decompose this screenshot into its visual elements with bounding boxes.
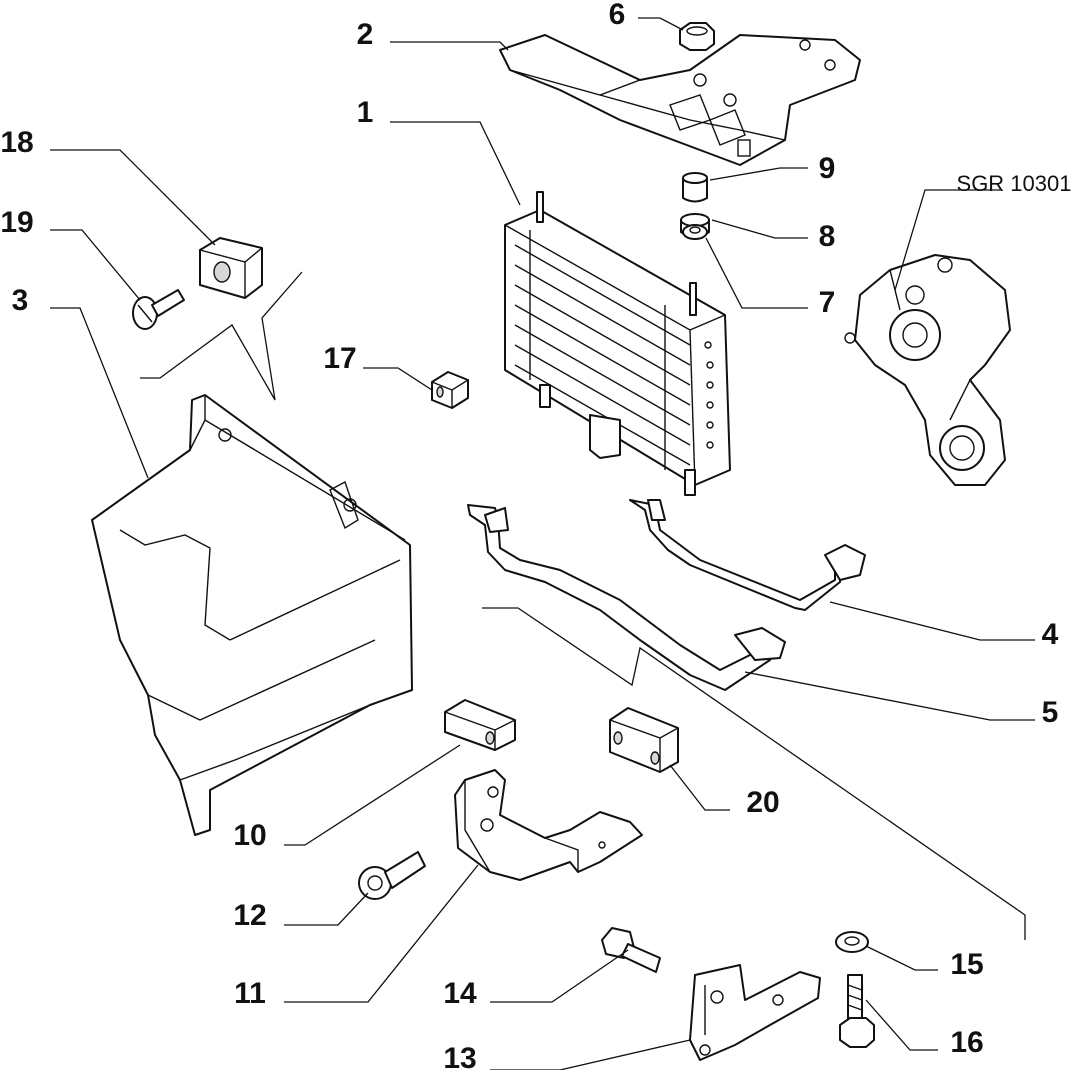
callout-label: 8 bbox=[819, 220, 836, 253]
screw-icon bbox=[132, 289, 185, 330]
rubber-block-icon bbox=[609, 707, 679, 773]
oil-pump-reference-icon bbox=[844, 254, 1011, 486]
leader-line bbox=[490, 1039, 691, 1070]
leader-line bbox=[363, 367, 433, 391]
callout-label: 15 bbox=[950, 948, 983, 981]
callout-label: 14 bbox=[443, 977, 477, 1010]
callout-label: 7 bbox=[819, 286, 836, 319]
leader-line bbox=[490, 949, 629, 1003]
rubber-pad-icon bbox=[431, 371, 469, 409]
rubber-block-icon bbox=[444, 699, 516, 751]
spacer-bush-icon bbox=[682, 172, 708, 203]
oil-hose-pipe-icon bbox=[467, 504, 786, 691]
oil-cooler-radiator-icon bbox=[504, 191, 731, 496]
callout-label: 20 bbox=[746, 786, 779, 819]
callout-label: 12 bbox=[233, 899, 266, 932]
leader-line bbox=[894, 189, 1000, 291]
hex-nut-icon bbox=[679, 22, 715, 51]
callout-label: 18 bbox=[0, 126, 33, 159]
callout-label: 2 bbox=[357, 18, 374, 51]
hex-bolt-icon bbox=[839, 974, 875, 1048]
callout-label: 3 bbox=[12, 284, 29, 317]
leader-line bbox=[284, 864, 479, 1003]
callout-label: 4 bbox=[1042, 618, 1059, 651]
washer-icon bbox=[682, 224, 708, 240]
callout-label: 5 bbox=[1042, 696, 1059, 729]
reference-code: SGR 10301 bbox=[957, 171, 1072, 196]
leader-line bbox=[482, 607, 1026, 940]
washer-icon bbox=[835, 931, 869, 953]
leader-line bbox=[50, 229, 141, 301]
leader-line bbox=[638, 17, 684, 31]
socket-head-screw-icon bbox=[358, 851, 426, 900]
air-duct-shroud-icon bbox=[91, 394, 413, 836]
leader-line bbox=[390, 121, 521, 206]
leader-line bbox=[705, 237, 808, 309]
leader-line bbox=[865, 945, 938, 971]
leader-line bbox=[140, 271, 303, 401]
leader-line bbox=[50, 307, 149, 479]
callout-label: 17 bbox=[323, 342, 356, 375]
hex-bolt-icon bbox=[601, 927, 661, 973]
leader-line bbox=[50, 149, 216, 246]
rubber-block-icon bbox=[199, 237, 263, 299]
support-bracket-icon bbox=[689, 964, 821, 1061]
support-bracket-icon bbox=[454, 769, 643, 881]
callout-label: 10 bbox=[233, 819, 266, 852]
callout-label: 19 bbox=[0, 206, 33, 239]
leader-line bbox=[865, 999, 938, 1051]
leader-line bbox=[744, 671, 1035, 721]
callout-label: 9 bbox=[819, 152, 836, 185]
leader-line bbox=[711, 219, 808, 239]
leader-line bbox=[390, 41, 509, 51]
leader-line bbox=[284, 892, 369, 926]
callout-label: 16 bbox=[950, 1026, 983, 1059]
oil-hose-pipe-icon bbox=[629, 499, 866, 611]
callout-label: 6 bbox=[609, 0, 626, 31]
callout-label: 11 bbox=[234, 977, 266, 1010]
leader-line bbox=[829, 601, 1035, 641]
leader-line bbox=[669, 764, 730, 811]
mounting-bracket-plate-icon bbox=[499, 34, 861, 166]
leader-line bbox=[709, 167, 808, 181]
callout-label: 1 bbox=[357, 96, 374, 129]
callout-label: 13 bbox=[443, 1042, 476, 1070]
leader-line bbox=[284, 744, 461, 846]
leader-lines bbox=[50, 17, 1035, 1070]
